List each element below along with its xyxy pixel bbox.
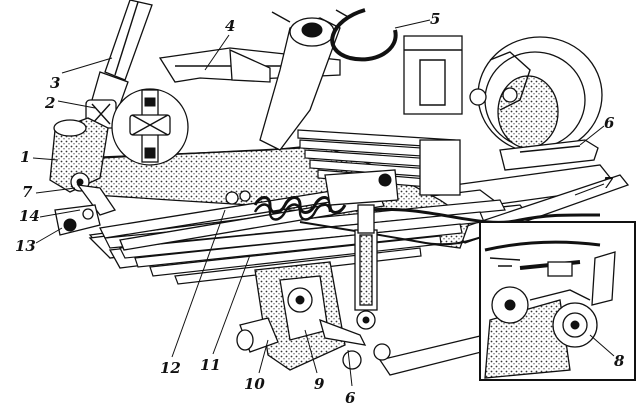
callout-7-left: 7 [22,183,33,201]
brake-drum [469,36,603,154]
callout-1: 1 [20,148,30,166]
callout-4: 4 [225,17,235,35]
callout-2: 2 [44,94,55,112]
callout-labels: 3 2 4 5 1 6 7 7 14 13 12 11 10 9 6 8 [15,10,625,407]
callout-6-upper: 6 [604,114,615,132]
callout-13: 13 [15,237,36,255]
inset-box [479,221,636,381]
upper-arm-right [499,139,599,171]
callout-7-right: 7 [603,174,614,192]
coil-spring [253,169,399,221]
center-column [259,9,351,151]
inset-detail [111,88,189,166]
leader-lines [32,19,615,387]
callout-6-lower: 6 [345,389,356,407]
callout-11: 11 [200,356,221,374]
steering-gearbox [49,117,109,193]
callout-9: 9 [314,375,325,393]
callout-8: 8 [614,352,625,370]
cable-5 [330,8,398,62]
drag-link [99,187,385,251]
callout-5: 5 [430,10,440,28]
callout-12: 12 [160,359,181,377]
callout-10: 10 [244,375,265,393]
callout-14: 14 [19,207,40,225]
axle-housing [236,261,391,371]
callout-3: 3 [50,74,60,92]
shock-absorber [354,204,378,330]
leaf-spring-rear [297,35,463,196]
